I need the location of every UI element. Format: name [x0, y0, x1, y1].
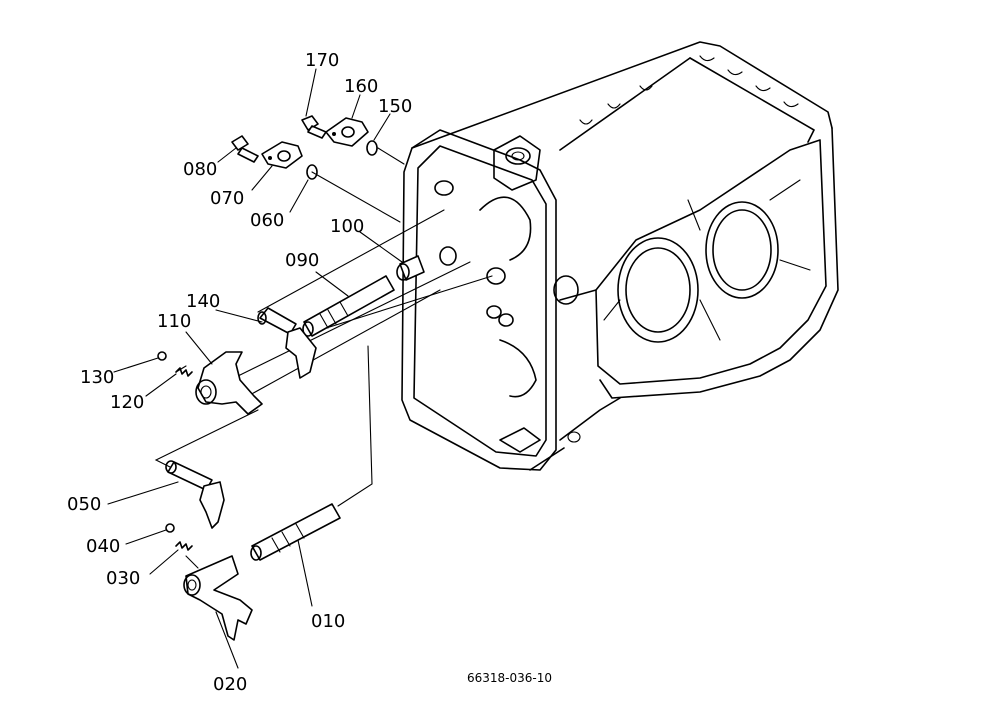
label-090: 090: [285, 250, 319, 271]
part-110-fork: [185, 331, 263, 415]
part-080-bolt: [217, 135, 259, 163]
label-020: 020: [213, 674, 247, 695]
label-140: 140: [186, 291, 220, 312]
part-170-bolt: [301, 68, 327, 139]
label-050: 050: [67, 494, 101, 515]
label-100: 100: [330, 216, 364, 237]
part-140-fork: [215, 307, 317, 379]
transmission-housing: [401, 41, 839, 471]
part-120-spring: [145, 367, 193, 397]
part-070-plate: [251, 141, 303, 191]
part-150-o-ring: [366, 113, 391, 156]
label-130: 130: [80, 367, 114, 388]
part-030-spring: [149, 541, 193, 575]
label-030: 030: [106, 568, 140, 589]
label-120: 120: [110, 392, 144, 413]
part-020-fork: [183, 555, 253, 669]
label-060: 060: [250, 210, 284, 231]
label-110: 110: [157, 311, 191, 332]
label-010: 010: [311, 611, 345, 632]
part-090-shaft: [302, 271, 395, 337]
part-050-fork: [107, 460, 225, 529]
drawing-number: 66318-036-10: [467, 671, 552, 685]
label-070: 070: [210, 188, 244, 209]
label-150: 150: [378, 96, 412, 117]
label-040: 040: [86, 536, 120, 557]
label-080: 080: [183, 159, 217, 180]
part-060-o-ring: [289, 164, 318, 213]
part-130-ball: [113, 351, 167, 373]
part-100-bushing: [359, 231, 425, 281]
label-160: 160: [344, 76, 378, 97]
part-010-shaft: [250, 503, 341, 607]
part-040-ball: [125, 523, 175, 545]
assembly-guide-lines: [154, 147, 493, 569]
part-160-plate: [325, 94, 369, 147]
label-170: 170: [305, 50, 339, 71]
